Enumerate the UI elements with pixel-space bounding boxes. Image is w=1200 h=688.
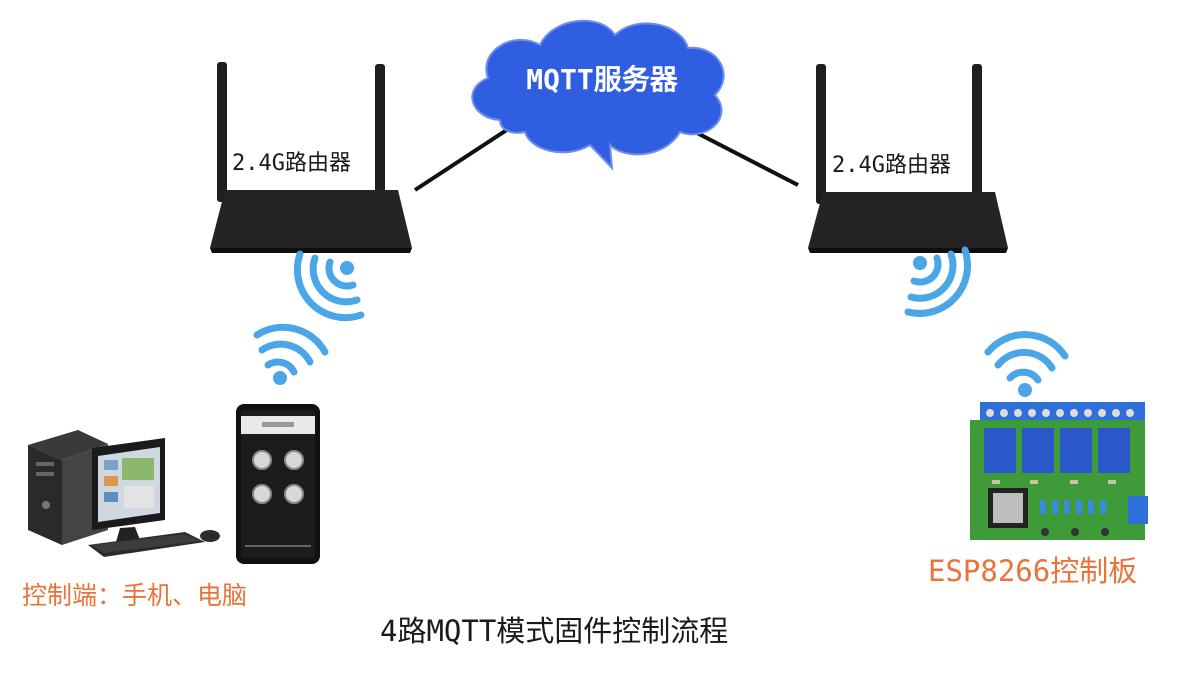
smartphone-icon — [236, 404, 320, 564]
esp8266-board-icon — [970, 402, 1148, 540]
diagram-caption: 4路MQTT模式固件控制流程 — [380, 614, 729, 648]
router-left-label: 2.4G路由器 — [232, 151, 351, 176]
client-label: 控制端：手机、电脑 — [22, 581, 248, 610]
router-left-icon — [210, 62, 412, 253]
mqtt-server-label: MQTT服务器 — [526, 63, 678, 96]
board-label: ESP8266控制板 — [928, 554, 1138, 588]
desktop-computer-icon — [28, 430, 220, 557]
router-right-icon — [808, 64, 1008, 253]
wifi-signal-right-router-icon — [904, 246, 972, 317]
mqtt-cloud-icon — [471, 19, 725, 171]
wifi-signal-left-router-icon — [293, 250, 365, 322]
wifi-signal-client-icon — [253, 323, 329, 385]
router-right-label: 2.4G路由器 — [832, 153, 951, 178]
wifi-signal-board-icon — [984, 331, 1069, 397]
